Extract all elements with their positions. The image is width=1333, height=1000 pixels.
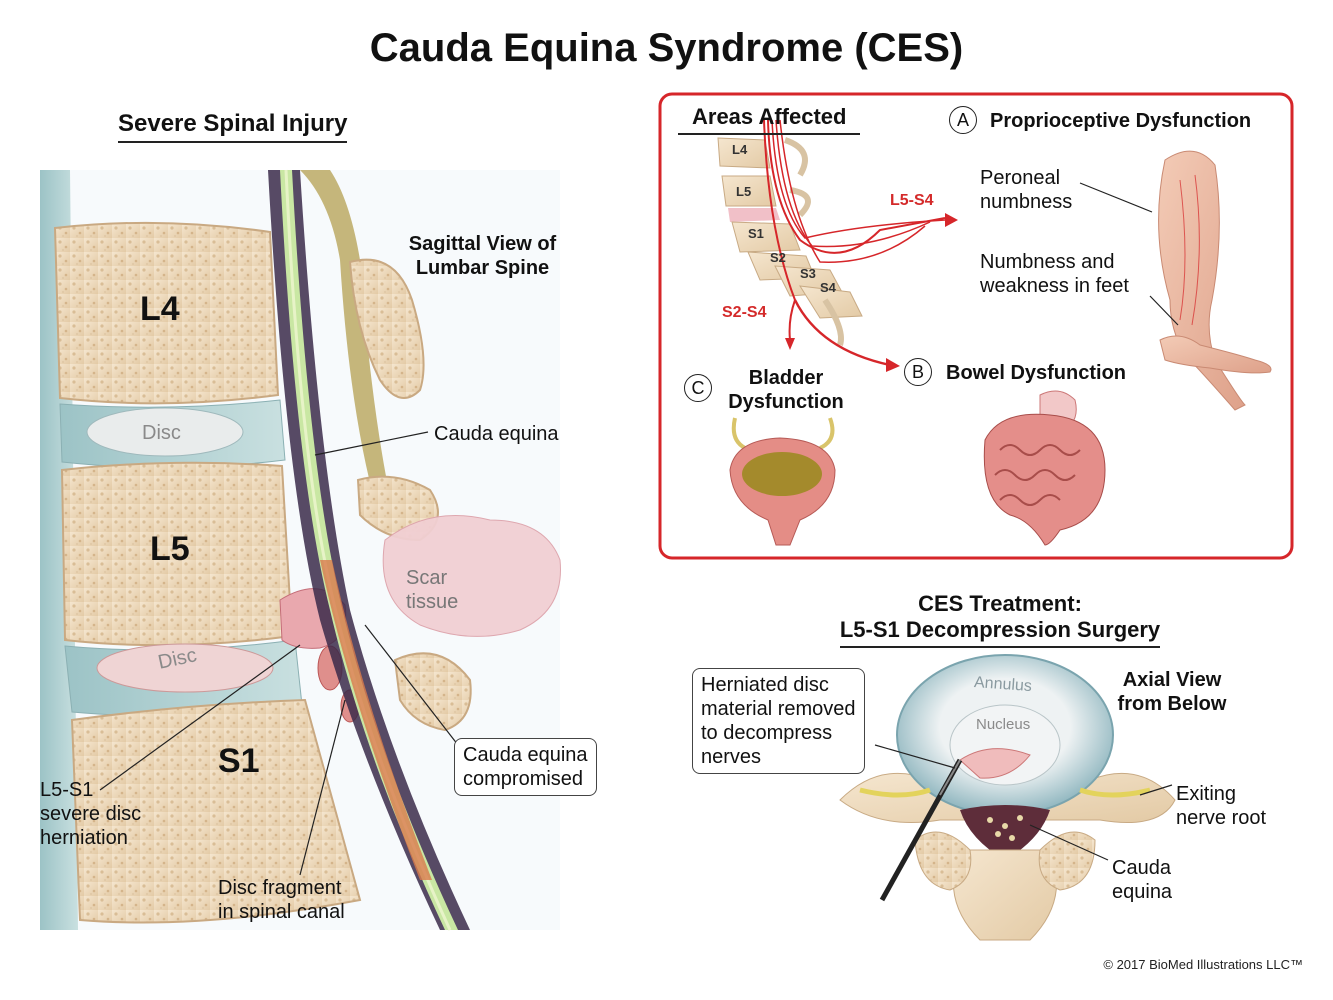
- spine-level-s4: S4: [820, 280, 836, 295]
- feet-weakness-label: Numbness and weakness in feet: [980, 250, 1129, 298]
- areas-affected-illustration: [717, 119, 1272, 546]
- axial-view-illustration: [839, 654, 1176, 941]
- spine-level-l4: L4: [732, 142, 748, 157]
- areas-affected-frame: [658, 92, 1294, 560]
- herniation-line3: herniation: [40, 827, 128, 849]
- axial-cauda-line1: Cauda: [1112, 857, 1171, 879]
- vertebra-label-l4: L4: [140, 290, 180, 328]
- sagittal-view-line2: Lumbar Spine: [415, 257, 550, 279]
- treatment-heading-line2: L5-S1 Decompression Surgery: [839, 617, 1161, 648]
- compromised-line1: Cauda equina: [463, 744, 588, 766]
- herniation-line1: L5-S1: [40, 779, 94, 801]
- herniation-line2: severe disc: [40, 803, 142, 825]
- axial-line2: from Below: [1117, 693, 1227, 715]
- removed-line4: nerves: [701, 746, 762, 768]
- removed-line2: material removed: [701, 698, 856, 720]
- disc-removed-callout: Herniated disc material removed to decom…: [692, 668, 865, 774]
- axial-cauda-line2: equina: [1112, 881, 1173, 903]
- nucleus-label: Nucleus: [976, 716, 1031, 733]
- spine-level-s1: S1: [748, 226, 764, 241]
- scar-tissue-line2: tissue: [406, 591, 459, 613]
- exiting-line2: nerve root: [1176, 807, 1267, 829]
- fragment-line2: in spinal canal: [218, 901, 345, 923]
- spine-level-s2: S2: [770, 250, 786, 265]
- spine-level-l5: L5: [736, 184, 752, 199]
- treatment-heading: CES Treatment: L5-S1 Decompression Surge…: [800, 591, 1200, 648]
- disc-label-upper: Disc: [142, 422, 181, 444]
- sagittal-spine-illustration: [40, 169, 561, 931]
- disc-fragment-label: Disc fragment in spinal canal: [218, 876, 345, 924]
- bladder-title: Bladder Dysfunction: [720, 366, 852, 414]
- left-panel-heading: Severe Spinal Injury: [118, 110, 348, 143]
- copyright-notice: © 2017 BioMed Illustrations LLC™: [1103, 957, 1303, 972]
- scar-tissue-label: Scar tissue: [406, 566, 458, 614]
- cauda-equina-label: Cauda equina: [434, 423, 559, 445]
- cauda-equina-compromised-callout: Cauda equina compromised: [454, 738, 597, 796]
- sagittal-view-label: Sagittal View of Lumbar Spine: [400, 232, 565, 280]
- axial-view-label: Axial View from Below: [1106, 668, 1238, 716]
- sagittal-view-line1: Sagittal View of: [408, 233, 557, 255]
- bowel-title: Bowel Dysfunction: [946, 362, 1127, 384]
- peroneal-line1: Peroneal: [980, 167, 1061, 189]
- peroneal-line2: numbness: [980, 191, 1073, 213]
- scar-tissue-line1: Scar: [406, 567, 448, 589]
- removed-line1: Herniated disc: [701, 674, 829, 696]
- proprioceptive-title: Proprioceptive Dysfunction: [990, 110, 1252, 132]
- vertebra-label-l5: L5: [150, 530, 190, 568]
- vertebra-label-s1: S1: [218, 742, 260, 780]
- herniation-label: L5-S1 severe disc herniation: [40, 778, 141, 850]
- bladder-line2: Dysfunction: [728, 391, 844, 413]
- axial-line1: Axial View: [1122, 669, 1222, 691]
- nerve-label-s2-s4: S2-S4: [722, 304, 767, 321]
- marker-a: A: [949, 106, 977, 134]
- feet-line1: Numbness and: [980, 251, 1115, 273]
- page-title: Cauda Equina Syndrome (CES): [369, 26, 964, 70]
- marker-b: B: [904, 358, 932, 386]
- fragment-line1: Disc fragment: [218, 877, 342, 899]
- spine-level-s3: S3: [800, 266, 816, 281]
- compromised-line2: compromised: [463, 768, 584, 790]
- bladder-line1: Bladder: [748, 367, 824, 389]
- marker-c: C: [684, 374, 712, 402]
- exiting-nerve-label: Exiting nerve root: [1176, 782, 1266, 830]
- removed-line3: to decompress: [701, 722, 833, 744]
- axial-cauda-equina-label: Cauda equina: [1112, 856, 1172, 904]
- exiting-line1: Exiting: [1176, 783, 1237, 805]
- treatment-heading-line1: CES Treatment:: [918, 591, 1082, 616]
- nerve-label-l5-s4: L5-S4: [890, 192, 934, 209]
- feet-line2: weakness in feet: [980, 275, 1129, 297]
- peroneal-numbness-label: Peroneal numbness: [980, 166, 1072, 214]
- areas-affected-heading: Areas Affected: [678, 104, 861, 135]
